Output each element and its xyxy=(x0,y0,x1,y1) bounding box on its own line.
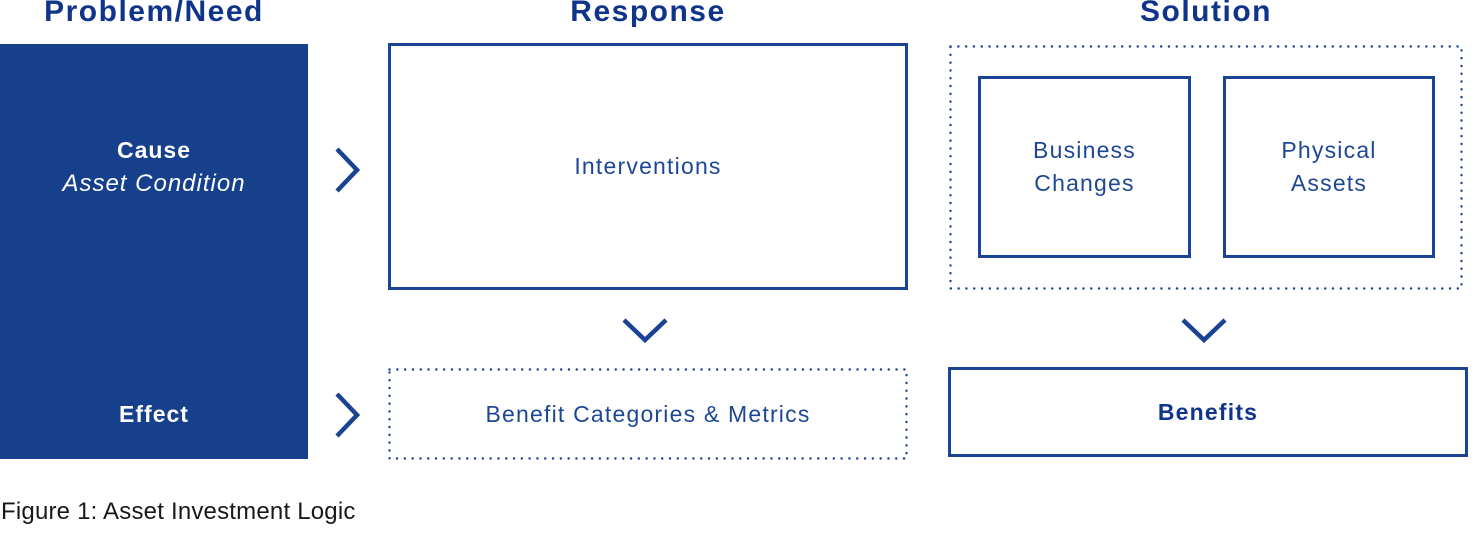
business-changes-label: Business Changes xyxy=(1033,137,1136,196)
cause-block: Cause Asset Condition xyxy=(0,44,308,290)
benefit-categories-box: Benefit Categories & Metrics xyxy=(388,368,908,460)
benefits-box: Benefits xyxy=(948,367,1468,457)
chevron-down-icon xyxy=(622,318,668,343)
column-header-response: Response xyxy=(570,0,726,28)
benefits-label: Benefits xyxy=(1157,398,1259,425)
column-header-solution: Solution xyxy=(1140,0,1272,28)
chevron-right-icon xyxy=(335,147,360,193)
chevron-right-icon xyxy=(335,392,360,438)
dotted-border xyxy=(949,45,1463,290)
chevron-down-icon xyxy=(1181,318,1227,343)
physical-assets-label: Physical Assets xyxy=(1281,137,1377,196)
interventions-box: Interventions xyxy=(388,43,908,290)
dotted-border xyxy=(388,368,908,460)
cause-label: Cause xyxy=(116,137,192,163)
physical-assets-box: Physical Assets xyxy=(1223,76,1435,258)
problem-need-panel: Cause Asset Condition Effect xyxy=(0,44,308,459)
asset-condition-label: Asset Condition xyxy=(62,170,246,197)
business-changes-box: Business Changes xyxy=(978,76,1191,258)
benefit-categories-label: Benefit Categories & Metrics xyxy=(485,400,811,427)
solution-group-box xyxy=(949,45,1463,290)
column-header-problem-need: Problem/Need xyxy=(44,0,264,28)
figure-caption: Figure 1: Asset Investment Logic xyxy=(1,498,356,525)
effect-label: Effect xyxy=(119,400,189,427)
interventions-label: Interventions xyxy=(574,153,722,179)
